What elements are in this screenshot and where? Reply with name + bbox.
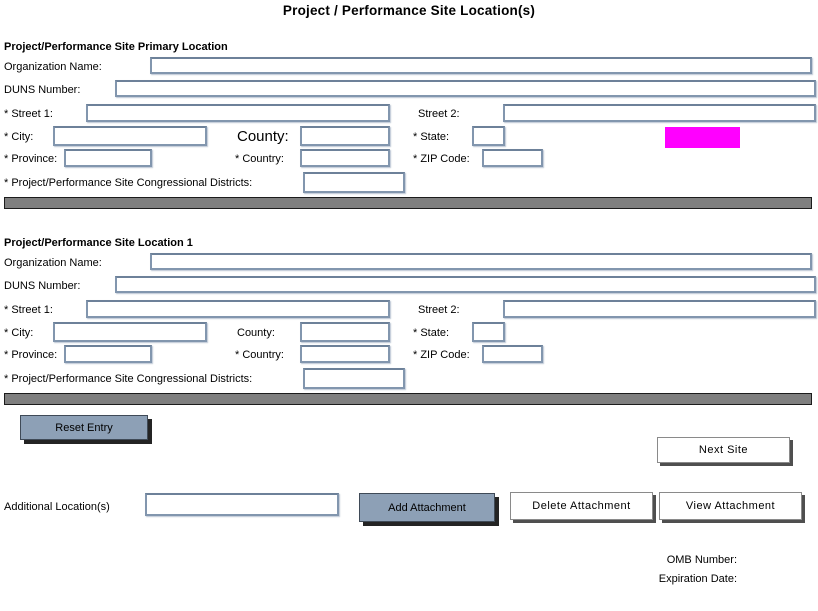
state-input[interactable]	[472, 322, 505, 342]
section-primary-location: Project/Performance Site Primary Locatio…	[0, 41, 818, 211]
state-label: * State:	[413, 327, 450, 339]
country-input[interactable]	[300, 149, 390, 167]
organization-name-label: Organization Name:	[4, 257, 102, 269]
duns-number-label: DUNS Number:	[4, 280, 81, 292]
province-label: * Province:	[4, 153, 58, 165]
county-input[interactable]	[300, 322, 390, 342]
organization-name-input[interactable]	[150, 57, 812, 74]
view-attachment-button[interactable]: View Attachment	[659, 492, 802, 520]
add-attachment-button[interactable]: Add Attachment	[359, 493, 495, 522]
street2-label: Street 2:	[418, 304, 460, 316]
organization-name-input[interactable]	[150, 253, 812, 270]
country-label: * Country:	[235, 153, 284, 165]
congressional-districts-input[interactable]	[303, 368, 405, 389]
street1-label: * Street 1:	[4, 304, 53, 316]
city-label: * City:	[4, 131, 34, 143]
city-input[interactable]	[53, 126, 207, 146]
additional-locations-label: Additional Location(s)	[4, 501, 110, 513]
zip-code-label: * ZIP Code:	[413, 349, 470, 361]
street2-label: Street 2:	[418, 108, 460, 120]
zip-code-input[interactable]	[482, 345, 543, 363]
section-heading: Project/Performance Site Primary Locatio…	[4, 41, 228, 53]
street1-input[interactable]	[86, 300, 390, 318]
street1-label: * Street 1:	[4, 108, 53, 120]
street1-input[interactable]	[86, 104, 390, 122]
congressional-districts-input[interactable]	[303, 172, 405, 193]
reset-entry-button[interactable]: Reset Entry	[20, 415, 148, 440]
province-input[interactable]	[64, 149, 152, 167]
magenta-highlight	[665, 127, 740, 148]
organization-name-label: Organization Name:	[4, 61, 102, 73]
county-label: County:	[237, 327, 275, 339]
duns-number-input[interactable]	[115, 276, 816, 293]
attachment-filename-input[interactable]	[145, 493, 339, 516]
county-label: County:	[237, 128, 289, 145]
duns-number-label: DUNS Number:	[4, 84, 81, 96]
province-input[interactable]	[64, 345, 152, 363]
next-site-button[interactable]: Next Site	[657, 437, 790, 463]
state-input[interactable]	[472, 126, 505, 146]
section-divider-bar	[4, 197, 812, 209]
section-divider-bar	[4, 393, 812, 405]
delete-attachment-button[interactable]: Delete Attachment	[510, 492, 653, 520]
congressional-districts-label: * Project/Performance Site Congressional…	[4, 373, 253, 385]
expiration-date-label: Expiration Date:	[658, 573, 737, 585]
street2-input[interactable]	[503, 300, 816, 318]
city-input[interactable]	[53, 322, 207, 342]
zip-code-label: * ZIP Code:	[413, 153, 470, 165]
country-label: * Country:	[235, 349, 284, 361]
state-label: * State:	[413, 131, 450, 143]
section-location-1: Project/Performance Site Location 1 Orga…	[0, 237, 818, 407]
country-input[interactable]	[300, 345, 390, 363]
city-label: * City:	[4, 327, 34, 339]
congressional-districts-label: * Project/Performance Site Congressional…	[4, 177, 253, 189]
county-input[interactable]	[300, 126, 390, 146]
duns-number-input[interactable]	[115, 80, 816, 97]
page-title: Project / Performance Site Location(s)	[282, 3, 536, 18]
zip-code-input[interactable]	[482, 149, 543, 167]
omb-number-label: OMB Number:	[666, 554, 737, 566]
street2-input[interactable]	[503, 104, 816, 122]
province-label: * Province:	[4, 349, 58, 361]
section-heading: Project/Performance Site Location 1	[4, 237, 193, 249]
